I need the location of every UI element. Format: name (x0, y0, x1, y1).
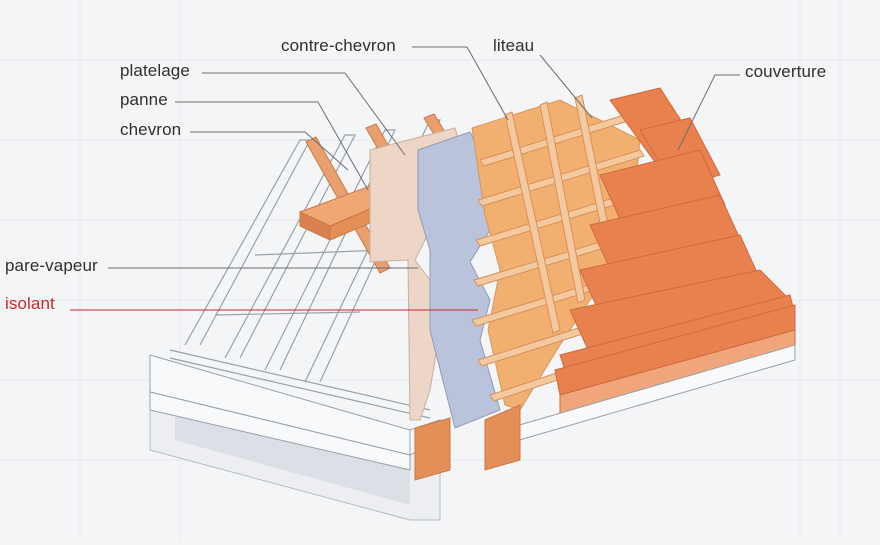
label-platelage: platelage (120, 61, 190, 80)
label-isolant: isolant (5, 294, 55, 313)
label-panne: panne (120, 90, 168, 109)
leader-couverture (677, 74, 740, 151)
roof-tiles (554, 87, 796, 396)
floor-shadow (175, 405, 410, 505)
label-contre-chevron: contre-chevron (281, 36, 396, 55)
leader-lines (108, 46, 740, 269)
leader-platelage (202, 72, 406, 156)
eaves-edge (414, 344, 796, 481)
label-couverture: couverture (745, 62, 827, 81)
leader-contre-chevron (412, 46, 509, 121)
label-liteau: liteau (493, 36, 535, 55)
leader-liteau (539, 54, 593, 119)
battens-grid (471, 94, 645, 402)
leader-panne (175, 101, 369, 191)
label-chevron: chevron (120, 120, 182, 139)
label-pare-vapeur: pare-vapeur (5, 256, 98, 275)
leader-chevron (190, 131, 349, 171)
